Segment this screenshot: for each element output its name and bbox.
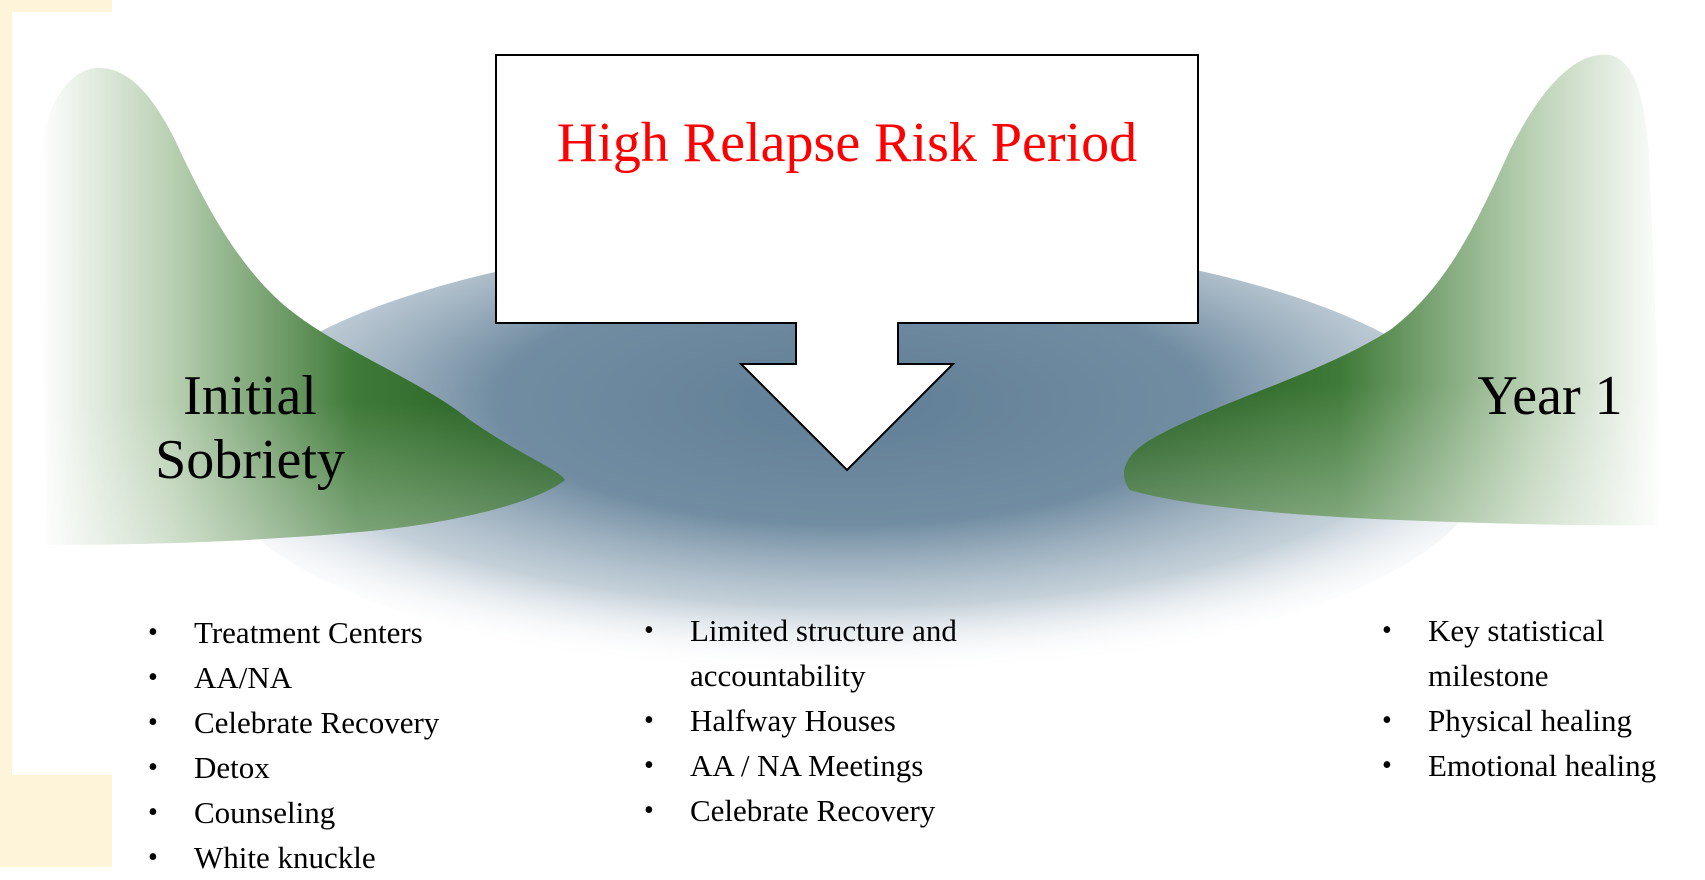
callout-arrow-box (495, 54, 1199, 472)
left-accent-notch (0, 0, 12, 775)
list-item: • Celebrate Recovery (144, 700, 439, 745)
bullet-icon: • (148, 752, 158, 783)
bullet-icon: • (1382, 750, 1392, 781)
list-item-text: AA/NA (194, 660, 293, 695)
list-item: • AA / NA Meetings (640, 743, 957, 788)
list-item: • White knuckle (144, 835, 439, 880)
peak-left-shade (38, 67, 565, 545)
bullet-icon: • (1382, 705, 1392, 736)
bullet-icon: • (148, 707, 158, 738)
list-item: • Key statistical (1378, 608, 1656, 653)
list-item: • AA/NA (144, 655, 439, 700)
list-item: • Treatment Centers (144, 610, 439, 655)
list-item-text: Physical healing (1428, 703, 1633, 738)
high-risk-period-supports-list: • Limited structure and accountability • H… (640, 608, 957, 833)
list-item: • Celebrate Recovery (640, 788, 957, 833)
bullet-icon: • (148, 617, 158, 648)
list-item-text: Limited structure and (690, 613, 957, 648)
year-1-label: Year 1 (1477, 365, 1623, 427)
initial-sobriety-line1: Initial (183, 365, 317, 427)
list-item-text: Detox (194, 750, 270, 785)
list-item: • Limited structure and (640, 608, 957, 653)
list-item-text: Counseling (194, 795, 336, 830)
list-item: • Emotional healing (1378, 743, 1656, 788)
year-1-milestones-list: • Key statistical milestone • Physical hea… (1378, 608, 1656, 788)
list-item-text: White knuckle (194, 840, 376, 875)
list-item-text: AA / NA Meetings (690, 748, 924, 783)
list-item-text: milestone (1428, 658, 1549, 693)
list-item-text: Celebrate Recovery (690, 793, 936, 828)
peak-right-shade (1124, 54, 1665, 526)
list-item: • Detox (144, 745, 439, 790)
initial-sobriety-supports-list: • Treatment Centers • AA/NA • Celebrate Rec… (144, 610, 439, 880)
list-item-text: accountability (690, 658, 866, 693)
bullet-icon: • (148, 842, 158, 873)
list-item: • Halfway Houses (640, 698, 957, 743)
list-item-text: Emotional healing (1428, 748, 1657, 783)
callout-title: High Relapse Risk Period (556, 112, 1138, 174)
list-item-text: Halfway Houses (690, 703, 896, 738)
bullet-icon: • (1382, 615, 1392, 646)
list-item-continuation: milestone (1378, 653, 1656, 698)
list-item-text: Key statistical (1428, 613, 1605, 648)
bullet-icon: • (644, 750, 654, 781)
list-item-text: Treatment Centers (194, 615, 423, 650)
list-item: • Counseling (144, 790, 439, 835)
bullet-icon: • (644, 705, 654, 736)
bullet-icon: • (148, 797, 158, 828)
initial-sobriety-label: Initial Sobriety (120, 364, 380, 492)
bullet-icon: • (148, 662, 158, 693)
list-item: • Physical healing (1378, 698, 1656, 743)
bullet-icon: • (644, 615, 654, 646)
initial-sobriety-line2: Sobriety (155, 429, 345, 491)
bullet-icon: • (644, 795, 654, 826)
list-item-text: Celebrate Recovery (194, 705, 440, 740)
list-item-continuation: accountability (640, 653, 957, 698)
